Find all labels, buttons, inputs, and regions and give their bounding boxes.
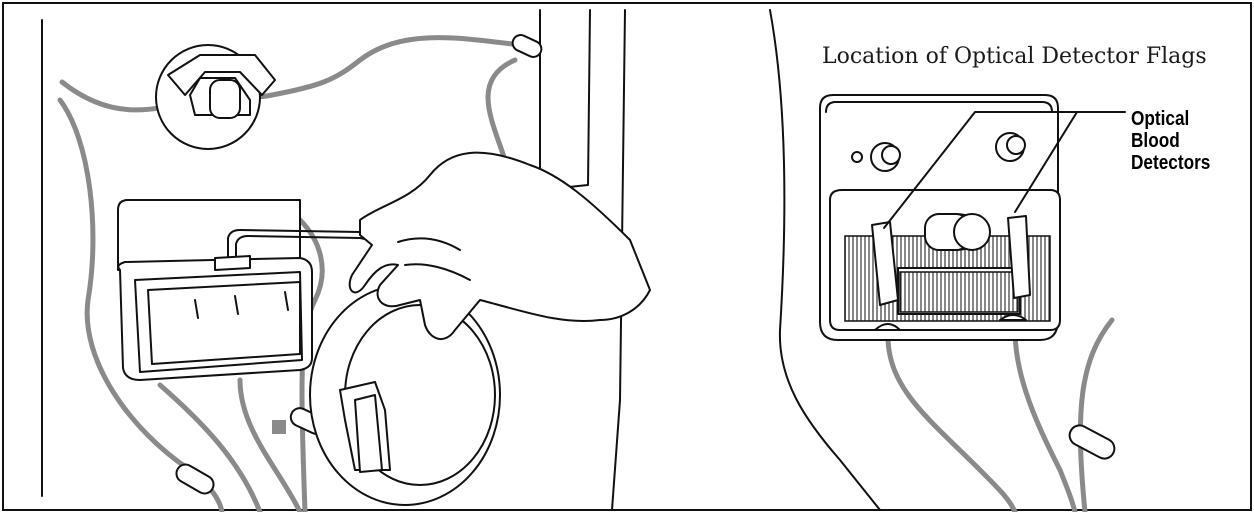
callout-line-2: Blood [1131,130,1210,152]
left-panel-illustration [42,10,650,512]
callout-line-1: Optical [1131,108,1210,130]
callout-line-3: Detectors [1131,152,1210,174]
figure-caption: Location of Optical Detector Flags [822,44,1207,69]
optical-blood-detectors-label: Optical Blood Detectors [1131,108,1210,174]
right-panel-illustration [770,10,1125,512]
